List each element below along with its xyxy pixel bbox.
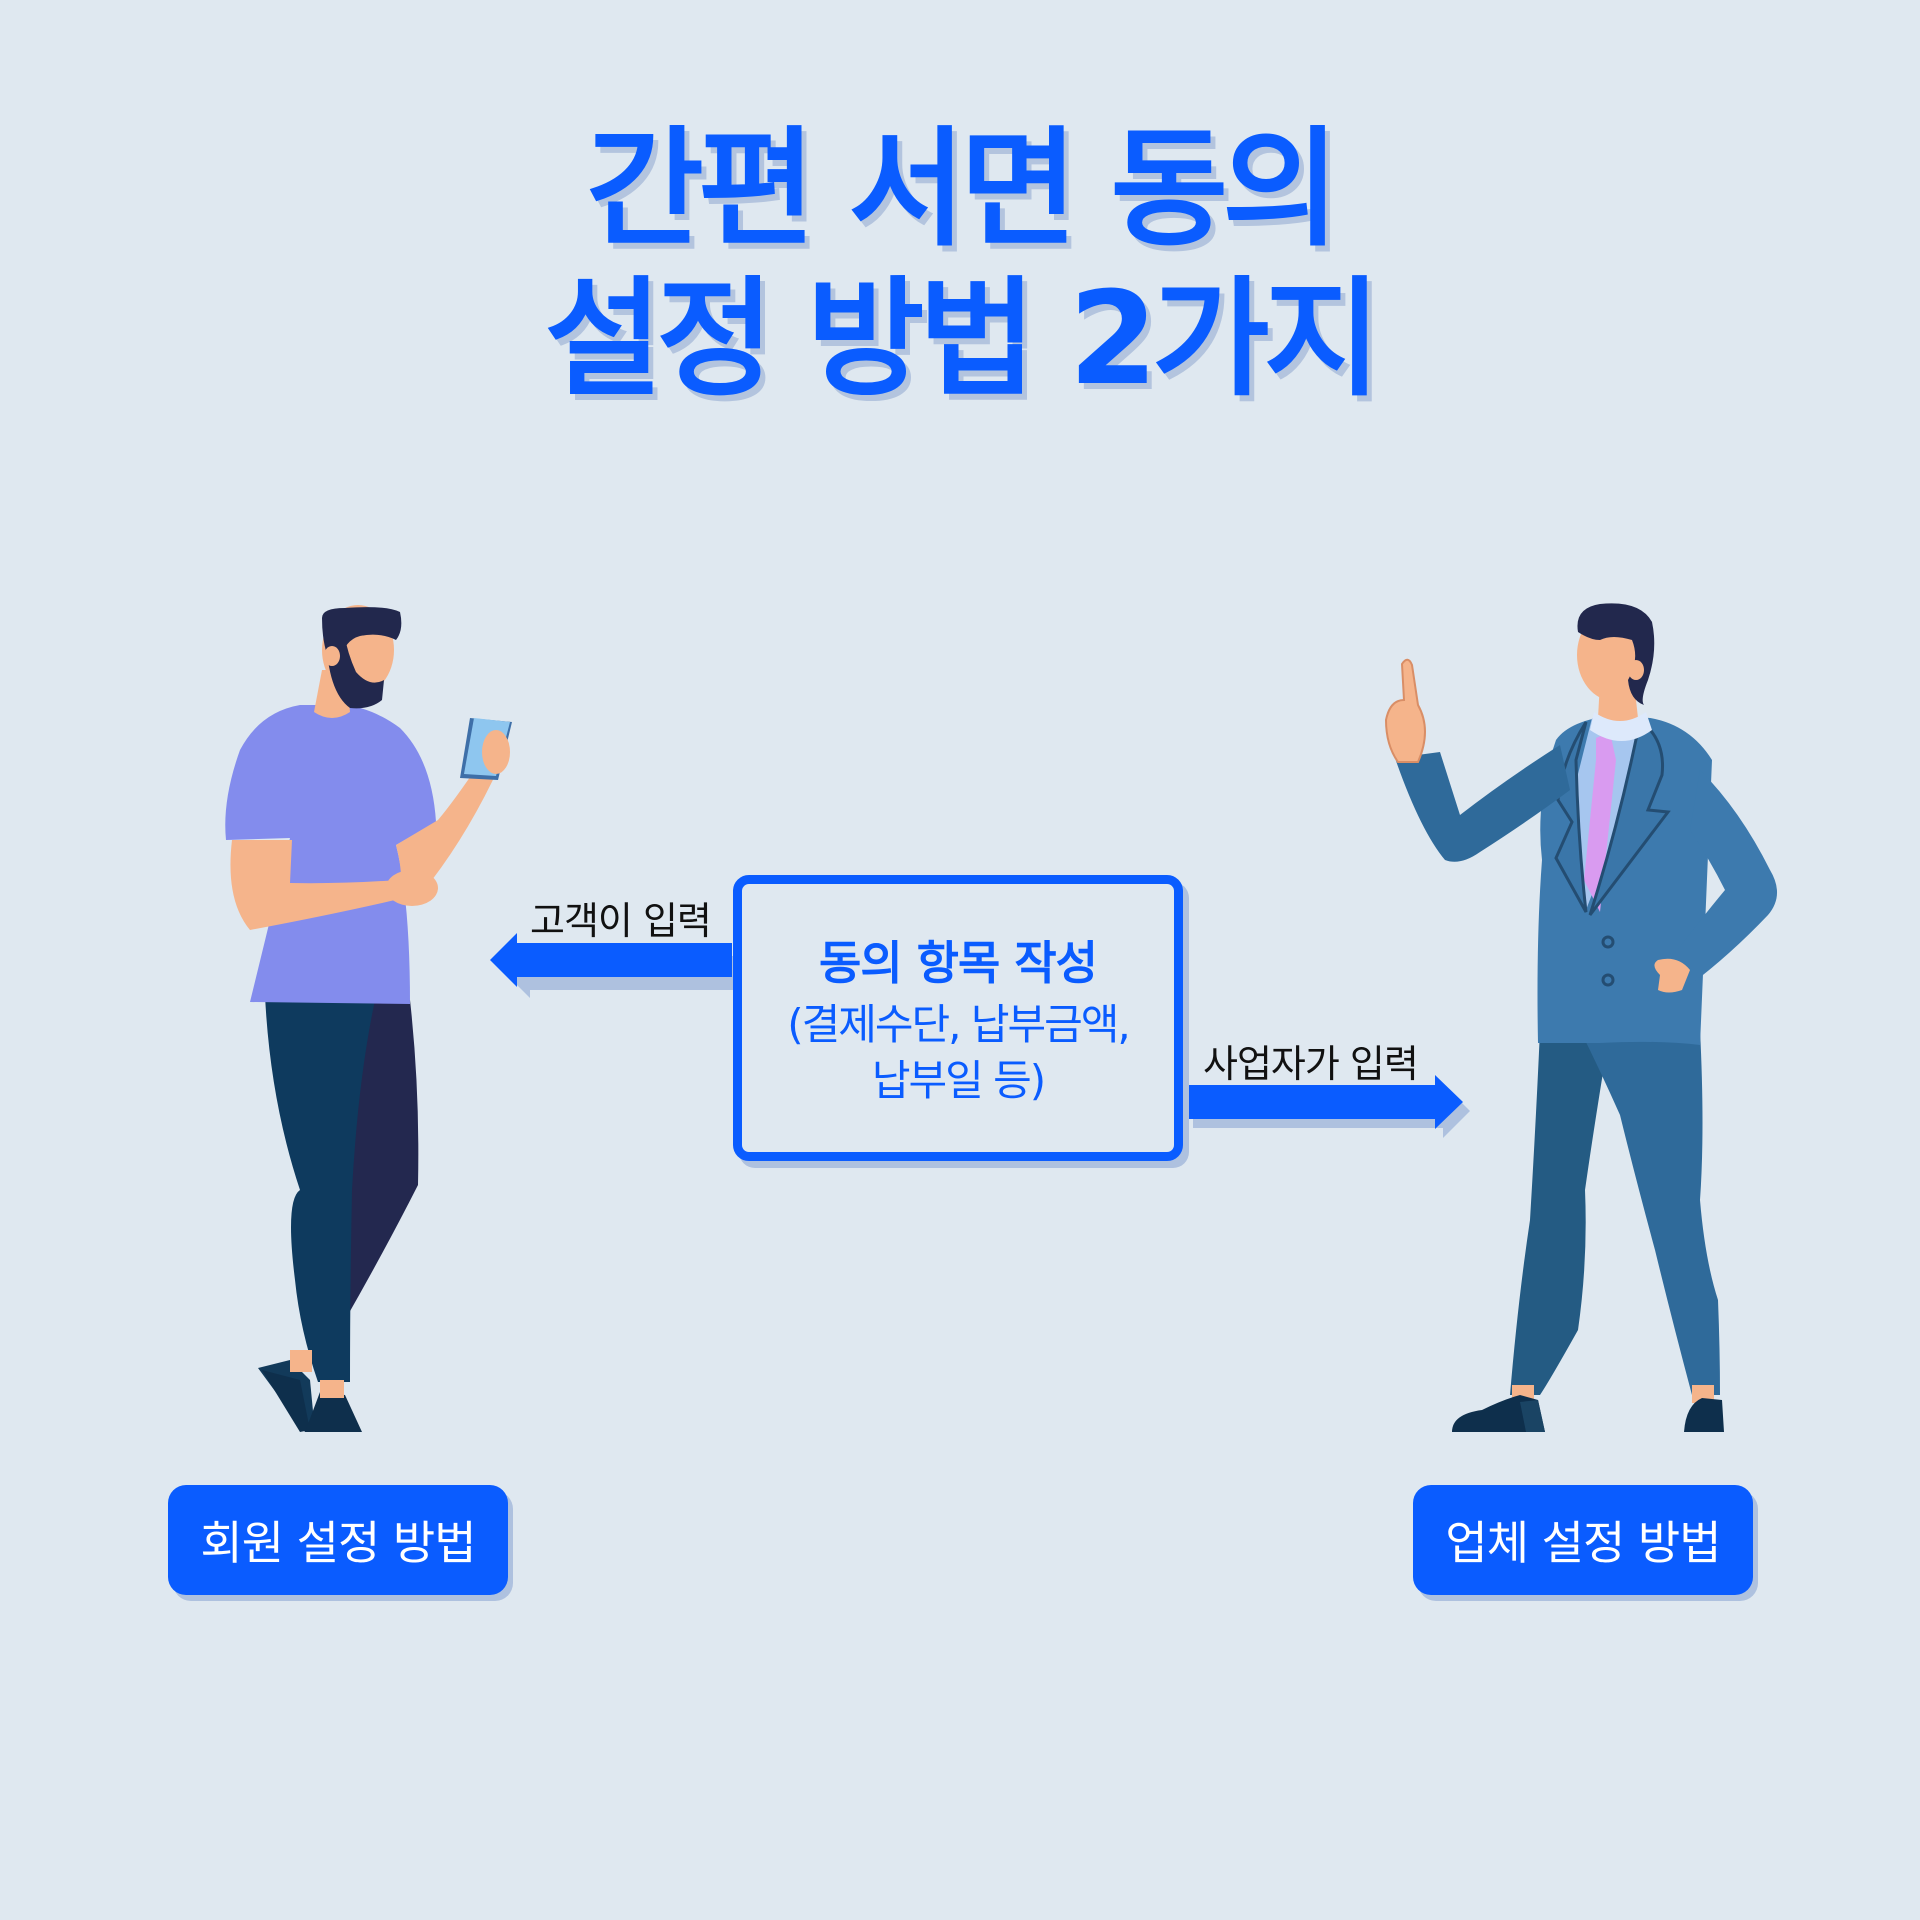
box-sub-line-1: (결제수단, 납부금액, xyxy=(787,997,1129,1053)
right-arrow-label: 사업자가 입력 xyxy=(1203,1033,1418,1088)
business-figure xyxy=(1386,603,1777,1432)
box-heading: 동의 항목 작성 xyxy=(819,927,1097,993)
business-setup-button[interactable]: 업체 설정 방법 xyxy=(1413,1485,1753,1595)
member-setup-button[interactable]: 회원 설정 방법 xyxy=(168,1485,508,1595)
box-sub-line-2: 납부일 등) xyxy=(872,1053,1044,1109)
customer-figure xyxy=(225,605,512,1432)
consent-items-box: 동의 항목 작성 (결제수단, 납부금액, 납부일 등) xyxy=(733,875,1183,1161)
left-arrow-label: 고객이 입력 xyxy=(530,890,711,945)
